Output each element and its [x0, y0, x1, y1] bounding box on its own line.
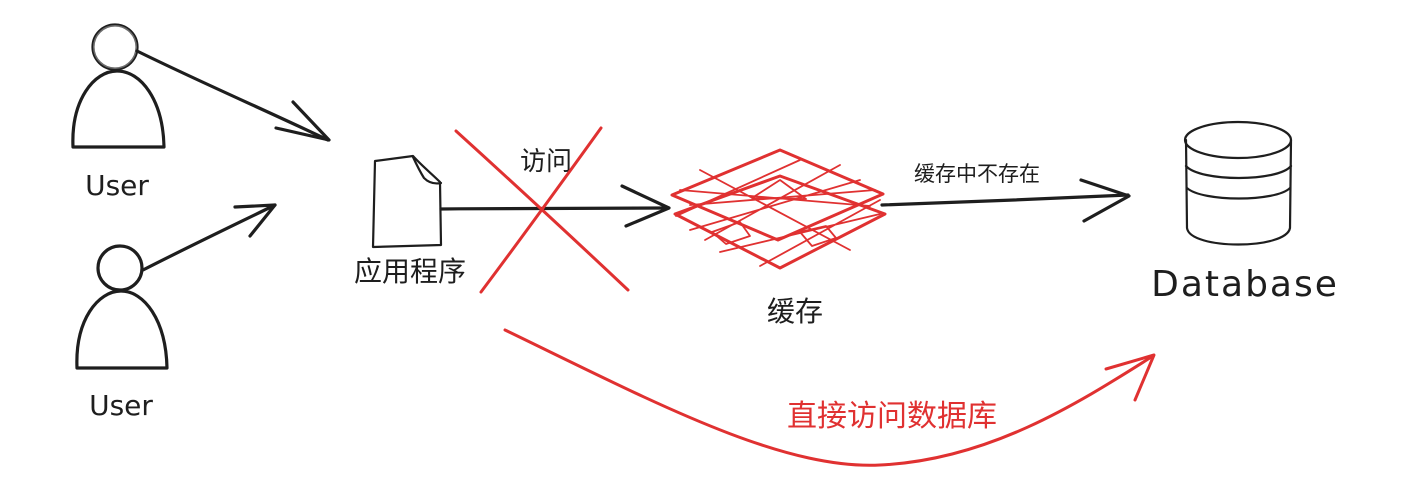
cache-miss-label: 缓存中不存在 — [914, 162, 1040, 186]
cache-node: 缓存 — [670, 148, 887, 328]
cache-label: 缓存 — [767, 295, 823, 328]
arrow-app-to-cache: 访问 — [439, 147, 671, 228]
database-node: Database — [1151, 120, 1339, 305]
arrow-user2-to-app — [141, 203, 277, 272]
user-head-icon — [96, 244, 144, 292]
arrow-app-to-db-direct: 直接访问数据库 — [503, 328, 1156, 467]
arrow-cache-to-db: 缓存中不存在 — [880, 162, 1131, 223]
user-label: User — [89, 389, 153, 422]
user-body-icon — [75, 289, 169, 370]
user-head-icon — [91, 23, 139, 71]
user-node-1: User — [71, 23, 166, 202]
blocked-cross-icon — [454, 126, 630, 294]
database-icon — [1183, 120, 1293, 246]
app-node: 应用程序 — [354, 154, 466, 288]
cache-icon — [670, 148, 887, 270]
direct-access-label: 直接访问数据库 — [787, 399, 997, 434]
access-label: 访问 — [520, 147, 572, 177]
arrow-user1-to-app — [135, 49, 331, 142]
database-label: Database — [1151, 264, 1339, 305]
document-icon — [371, 154, 443, 249]
user-node-2: User — [75, 244, 169, 422]
user-body-icon — [71, 69, 166, 149]
user-label: User — [85, 169, 149, 202]
app-label: 应用程序 — [354, 255, 466, 288]
